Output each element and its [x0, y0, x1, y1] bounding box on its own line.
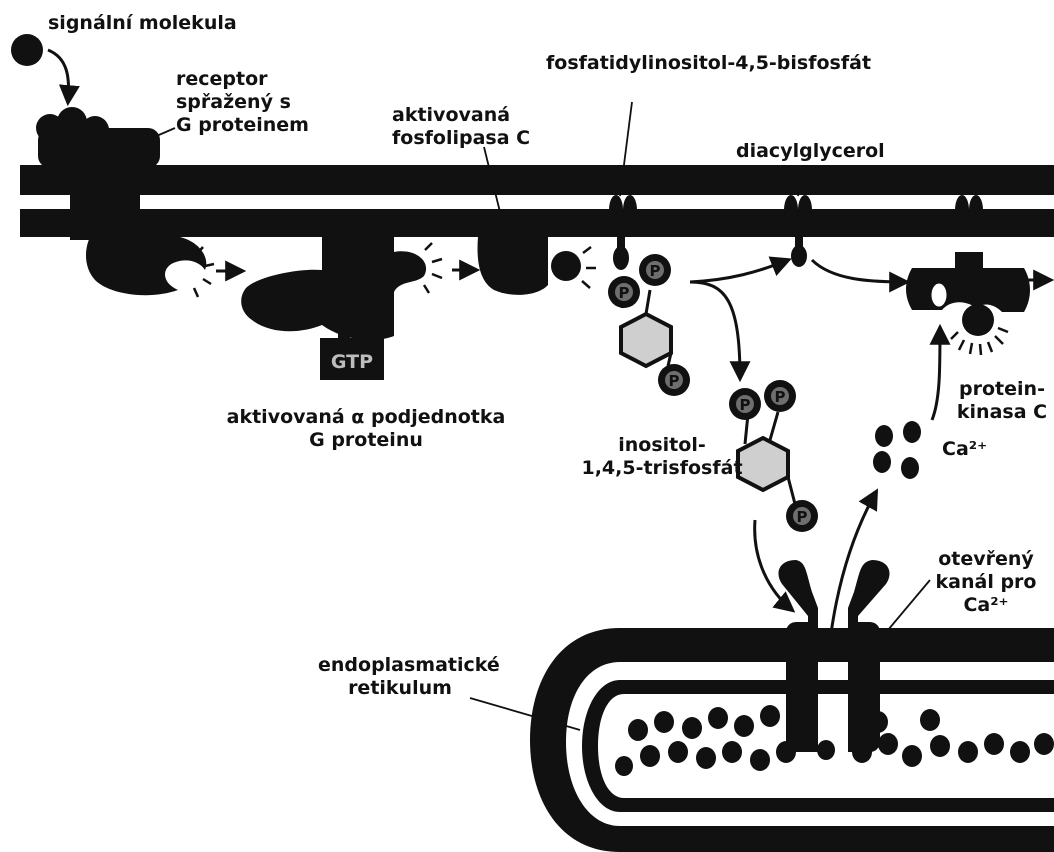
g-alpha-label: aktivovaná α podjednotka G proteinu	[218, 406, 514, 452]
pkc-label: protein- kinasa C	[952, 378, 1052, 424]
g-alpha-label-line1: aktivovaná α podjednotka	[218, 406, 514, 429]
g-alpha-subunit-shape	[241, 237, 426, 340]
pkc-label-line2: kinasa C	[952, 401, 1052, 424]
ip3-label: inositol- 1,4,5-trisfosfát	[574, 434, 750, 480]
phosphate-label-4: P	[740, 396, 751, 414]
arrow-dag-to-pkc	[812, 260, 906, 282]
free-ca-ions	[873, 421, 921, 479]
phosphate-label-2: P	[650, 262, 661, 280]
g-alpha-label-line2: G proteinu	[218, 429, 514, 452]
signal-arrow	[48, 50, 69, 102]
er-label: endoplasmatické retikulum	[318, 654, 482, 700]
arrow-to-ip3	[690, 282, 740, 378]
receptor-label: receptor spřažený s G proteinem	[176, 68, 309, 137]
phosphate-label-5: P	[775, 388, 786, 406]
ip3-membrane-shape: P P P	[608, 254, 690, 396]
plc-label-line2: fosfolipasa C	[392, 127, 530, 150]
ca-channel-label: otevřený kanál pro Ca²⁺	[920, 548, 1052, 617]
arrow-ca-to-pkc	[932, 328, 940, 420]
ca-channel-label-line2: kanál pro	[920, 571, 1052, 594]
ca-channel-label-line3: Ca²⁺	[920, 594, 1052, 617]
arrow-to-dag	[690, 260, 788, 282]
receptor-label-line1: receptor	[176, 68, 309, 91]
signal-molecule-label: signální molekula	[48, 12, 237, 35]
plc-label-line1: aktivovaná	[392, 104, 530, 127]
pip2-label: fosfatidylinositol-4,5-bisfosfát	[546, 52, 871, 75]
ip3-label-line2: 1,4,5-trisfosfát	[574, 457, 750, 480]
ip3-label-line1: inositol-	[574, 434, 750, 457]
phosphate-label-3: P	[669, 372, 680, 390]
signal-molecule-shape	[11, 34, 43, 66]
er-label-line1: endoplasmatické	[318, 654, 482, 677]
plc-enzyme-shape	[478, 237, 581, 295]
phosphate-label-6: P	[797, 508, 808, 526]
activation-rays-3	[582, 247, 596, 288]
gtp-label: GTP	[331, 351, 373, 373]
pkc-ca-site	[930, 282, 948, 308]
ca-channel-label-line1: otevřený	[920, 548, 1052, 571]
receptor-label-line3: G proteinem	[176, 114, 309, 137]
plasma-membrane	[20, 165, 1054, 237]
plc-label: aktivovaná fosfolipasa C	[392, 104, 530, 150]
phosphate-label-1: P	[619, 284, 630, 302]
activation-rays-2	[424, 243, 442, 293]
receptor-label-line2: spřažený s	[176, 91, 309, 114]
pkc-label-line1: protein-	[952, 378, 1052, 401]
dag-label: diacylglycerol	[736, 140, 885, 163]
er-label-line2: retikulum	[318, 677, 482, 700]
ca-ion-label: Ca²⁺	[942, 438, 987, 461]
